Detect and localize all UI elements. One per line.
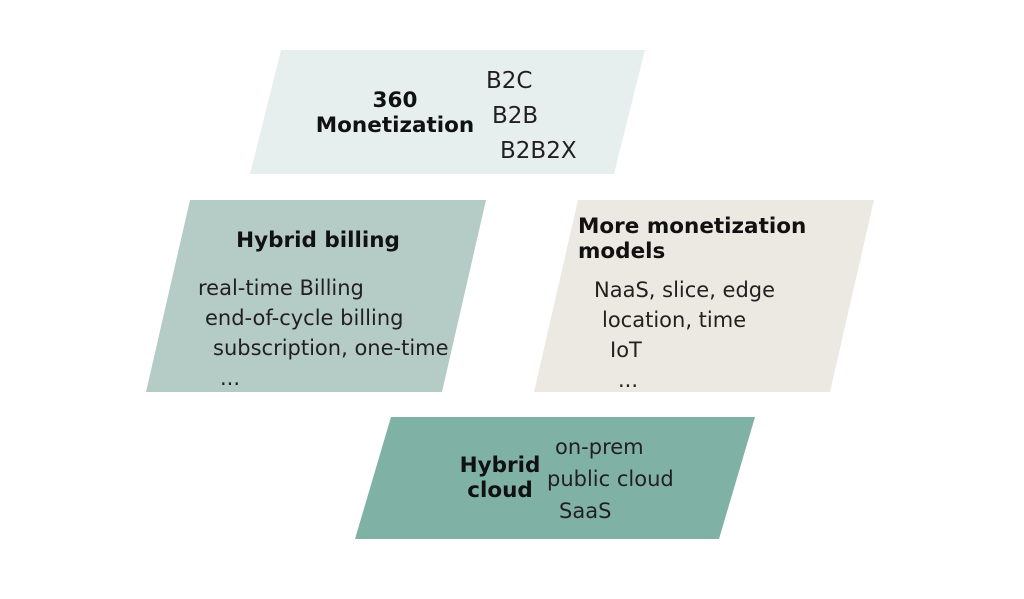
list-item: ...	[220, 366, 241, 390]
parallelogram-shape-hybrid-cloud	[355, 417, 755, 539]
list-item: location, time	[602, 308, 747, 332]
list-item: IoT	[610, 338, 642, 362]
parallelogram-path	[355, 417, 755, 539]
parallelogram-shape-360-monetization	[250, 50, 645, 174]
block-item-list: B2C B2B B2B2X	[476, 70, 577, 163]
block-360-monetization[interactable]: 360 Monetization B2C B2B B2B2X	[250, 50, 645, 174]
list-item: SaaS	[559, 499, 612, 523]
list-item: B2B2X	[500, 138, 577, 164]
block-more-monetization-models[interactable]: More monetization models NaaS, slice, ed…	[534, 200, 874, 392]
list-item: B2C	[486, 68, 533, 94]
list-item: end-of-cycle billing	[205, 306, 404, 330]
list-item: ...	[618, 368, 639, 392]
block-item-list: on-prem public cloud SaaS	[545, 437, 674, 522]
list-item: public cloud	[547, 467, 674, 491]
parallelogram-shape-hybrid-billing	[146, 200, 486, 392]
parallelogram-path	[534, 200, 874, 392]
block-hybrid-billing[interactable]: Hybrid billing real-time Billing end-of-…	[146, 200, 486, 392]
parallelogram-path	[146, 200, 486, 392]
block-title: Hybrid billing	[236, 228, 400, 253]
list-item: on-prem	[555, 435, 644, 459]
list-item: NaaS, slice, edge	[594, 278, 776, 302]
parallelogram-shape-more-monetization-models	[534, 200, 874, 392]
block-title: 360 Monetization	[315, 88, 475, 139]
block-content: Hybrid cloud on-prem public cloud SaaS	[355, 417, 755, 539]
block-hybrid-cloud[interactable]: Hybrid cloud on-prem public cloud SaaS	[355, 417, 755, 539]
block-content: More monetization models NaaS, slice, ed…	[534, 200, 874, 392]
block-title: More monetization models	[578, 214, 807, 265]
parallelogram-path	[250, 50, 645, 174]
block-item-list: NaaS, slice, edge location, time IoT ...	[594, 280, 775, 400]
list-item: real-time Billing	[198, 276, 364, 300]
block-title: Hybrid cloud	[459, 453, 541, 504]
list-item: B2B	[492, 103, 539, 129]
list-item: subscription, one-time	[213, 336, 449, 360]
block-content: 360 Monetization B2C B2B B2B2X	[250, 50, 645, 174]
block-item-list: real-time Billing end-of-cycle billing s…	[194, 278, 449, 398]
block-content: Hybrid billing real-time Billing end-of-…	[146, 200, 486, 392]
